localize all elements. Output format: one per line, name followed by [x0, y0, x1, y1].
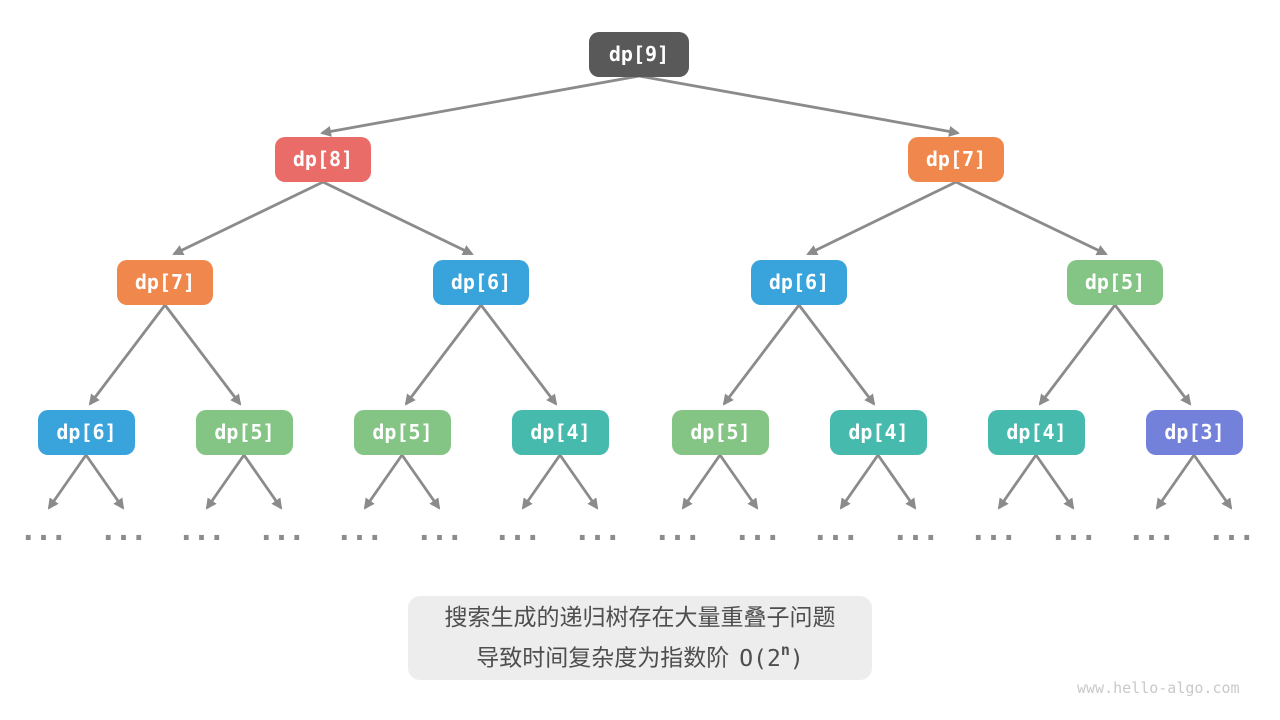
ellipsis: ...: [973, 516, 1019, 547]
tree-node-dp8: dp[8]: [275, 137, 371, 182]
ellipsis: ...: [737, 516, 783, 547]
caption-line-2-text: 导致时间复杂度为指数阶: [476, 644, 730, 671]
ellipsis: ...: [657, 516, 703, 547]
tree-node-dp3: dp[3]: [1146, 410, 1243, 455]
tree-node-dp9: dp[9]: [589, 32, 689, 77]
tree-node-dp6-l3-left: dp[6]: [433, 260, 529, 305]
tree-node-dp7-l2: dp[7]: [908, 137, 1004, 182]
ellipsis: ...: [497, 516, 543, 547]
tree-node-dp6-l4: dp[6]: [38, 410, 135, 455]
ellipsis: ...: [1211, 516, 1257, 547]
caption-formula-open: O(2: [739, 645, 781, 672]
tree-node-dp5-l3: dp[5]: [1067, 260, 1163, 305]
caption-line-1: 搜索生成的递归树存在大量重叠子问题: [444, 604, 836, 631]
ellipsis: ...: [23, 516, 69, 547]
ellipsis: ...: [181, 516, 227, 547]
tree-node-dp5-l4-c: dp[5]: [672, 410, 769, 455]
ellipsis: ...: [339, 516, 385, 547]
ellipsis: ...: [419, 516, 465, 547]
caption-line-2: 导致时间复杂度为指数阶 O(2n): [408, 637, 872, 674]
tree-node-dp5-l4-b: dp[5]: [354, 410, 451, 455]
tree-node-dp7-l3: dp[7]: [117, 260, 213, 305]
caption-formula-exponent: n: [780, 641, 790, 660]
caption-formula-close: ): [789, 645, 804, 672]
watermark: www.hello-algo.com: [1077, 679, 1240, 697]
ellipsis: ...: [895, 516, 941, 547]
tree-node-dp5-l4-a: dp[5]: [196, 410, 293, 455]
ellipsis: ...: [103, 516, 149, 547]
tree-node-dp4-l4-c: dp[4]: [988, 410, 1085, 455]
tree-node-dp4-l4-b: dp[4]: [830, 410, 927, 455]
ellipsis: ...: [815, 516, 861, 547]
ellipsis: ...: [1131, 516, 1177, 547]
ellipsis: ...: [577, 516, 623, 547]
caption: 搜索生成的递归树存在大量重叠子问题 导致时间复杂度为指数阶 O(2n): [408, 596, 872, 680]
tree-node-dp4-l4-a: dp[4]: [512, 410, 609, 455]
ellipsis: ...: [1053, 516, 1099, 547]
ellipsis: ...: [261, 516, 307, 547]
tree-node-dp6-l3-right: dp[6]: [751, 260, 847, 305]
